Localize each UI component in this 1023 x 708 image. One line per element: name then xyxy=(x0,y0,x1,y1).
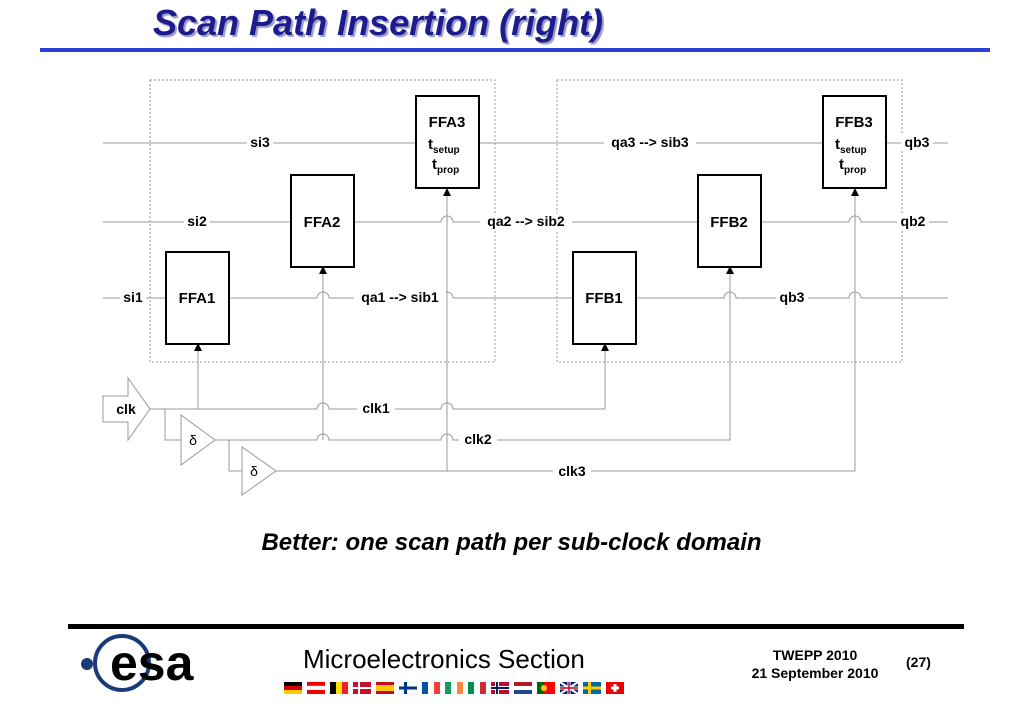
flipflop-ffb2: FFB2 xyxy=(697,174,762,268)
event-date: 21 September 2010 xyxy=(751,665,879,681)
footer-rule xyxy=(68,624,964,629)
ffa3-label: FFA3 xyxy=(429,114,466,131)
ffb1-label: FFB1 xyxy=(585,290,623,307)
ffb2-label: FFB2 xyxy=(710,214,748,231)
delay-buffer-2: δ xyxy=(241,446,277,496)
event-info: TWEPP 2010 21 September 2010 xyxy=(740,646,890,682)
ffa1-label: FFA1 xyxy=(179,290,216,307)
ffb3-label: FFB3 xyxy=(835,114,873,131)
ffb3-tsetup: tsetup xyxy=(835,136,867,156)
logo-dot-icon xyxy=(81,658,93,670)
scan-path-diagram: FFA1 FFA2 FFA3 tsetup tprop FFB1 FFB2 FF… xyxy=(102,79,948,496)
member-state-flags xyxy=(284,682,624,695)
caption: Better: one scan path per sub-clock doma… xyxy=(261,529,762,556)
label-clk1: clk1 xyxy=(362,400,389,416)
title-rule xyxy=(40,48,990,52)
ffa3-tsetup: tsetup xyxy=(428,136,460,156)
logo-ring-icon xyxy=(93,634,151,692)
delta-symbol-1: δ xyxy=(189,432,197,448)
label-clk2: clk2 xyxy=(464,431,491,447)
ffa3-tprop: tprop xyxy=(432,156,459,176)
ffb3-tprop: tprop xyxy=(839,156,866,176)
label-si3: si3 xyxy=(250,134,270,150)
label-qa3-sib3: qa3 --> sib3 xyxy=(611,134,689,150)
slide-title: Scan Path Insertion (right) xyxy=(153,2,604,43)
clock-wires xyxy=(150,195,856,472)
flipflop-ffb3: FFB3 tsetup tprop xyxy=(822,95,887,189)
label-si1: si1 xyxy=(123,289,143,305)
event-name: TWEPP 2010 xyxy=(772,647,858,663)
label-clk3: clk3 xyxy=(558,463,585,479)
label-qa2-sib2: qa2 --> sib2 xyxy=(487,213,565,229)
label-qb3-chain: qb3 xyxy=(780,289,805,305)
label-qb3-out: qb3 xyxy=(905,134,930,150)
logo-text: esa xyxy=(110,635,195,691)
flipflop-ffa3: FFA3 tsetup tprop xyxy=(415,95,480,189)
flipflop-ffb1: FFB1 xyxy=(572,251,637,345)
delay-buffer-1: δ xyxy=(180,414,216,466)
label-clk-input: clk xyxy=(116,401,136,417)
label-si2: si2 xyxy=(187,213,207,229)
page-number: (27) xyxy=(906,654,931,670)
section-name: Microelectronics Section xyxy=(303,644,585,674)
ffa2-label: FFA2 xyxy=(304,214,341,231)
esa-logo: esa xyxy=(81,634,195,692)
flipflop-ffa1: FFA1 xyxy=(165,251,230,345)
label-qa1-sib1: qa1 --> sib1 xyxy=(361,289,439,305)
flags-icon xyxy=(284,682,624,695)
label-qb2-out: qb2 xyxy=(901,213,926,229)
signal-labels: si3 si2 si1 qa3 --> sib3 qa2 --> sib2 qa… xyxy=(120,134,933,480)
clock-arrowheads xyxy=(194,188,859,351)
flipflop-ffa2: FFA2 xyxy=(290,174,355,268)
clock-input-pin: clk xyxy=(102,376,151,442)
delta-symbol-2: δ xyxy=(250,463,258,479)
